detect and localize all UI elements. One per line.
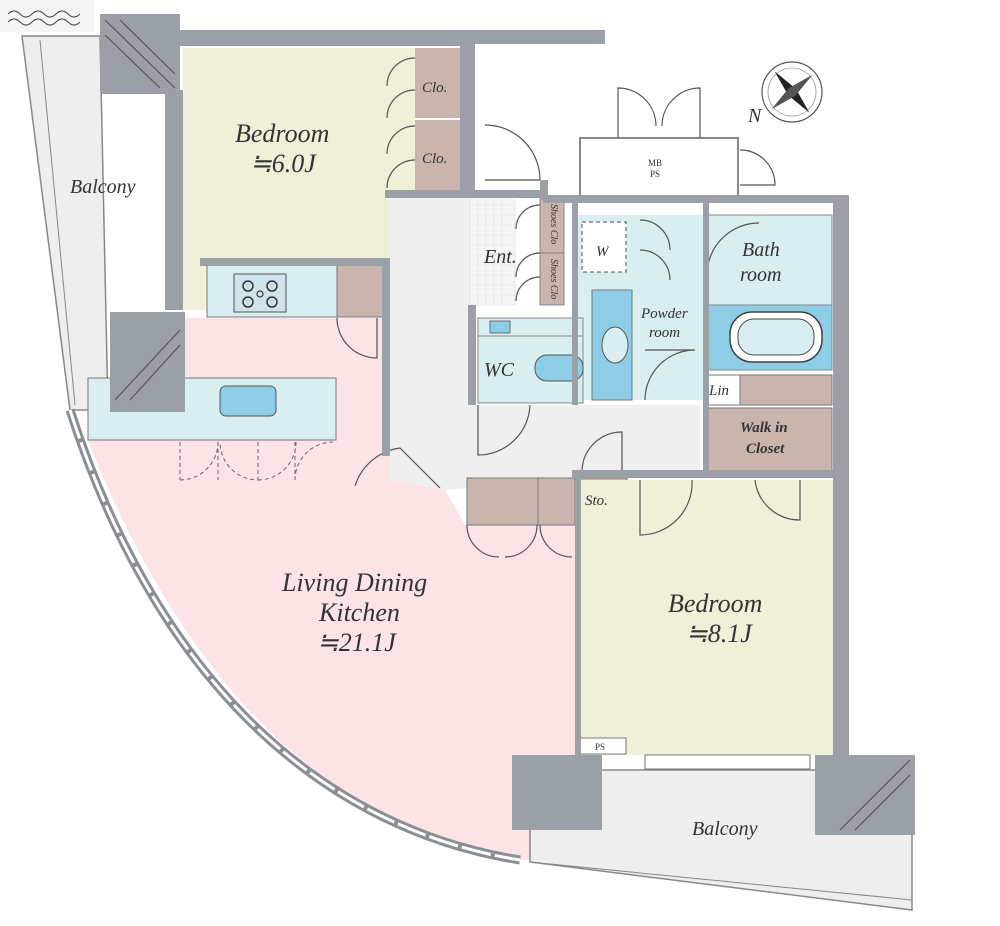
- compass: [761, 61, 823, 123]
- stove: [233, 273, 287, 313]
- mbps-label-2: PS: [650, 169, 660, 179]
- washer-box: [581, 221, 627, 273]
- bedroom-1-size: ≒6.0J: [250, 149, 317, 178]
- mb-ps: [579, 137, 739, 201]
- entrance-label: Ent.: [483, 246, 517, 268]
- ldk-size: ≒21.1J: [317, 628, 397, 657]
- ldk-closet: [466, 477, 576, 526]
- shoes-closet-2: [539, 252, 565, 306]
- closet-2-label: Clo.: [422, 151, 447, 167]
- bedroom-2-size: ≒8.1J: [686, 619, 753, 648]
- storage-label: Sto.: [585, 493, 608, 509]
- entrance-floor: [469, 194, 516, 306]
- ldk-label-2: Kitchen: [318, 598, 400, 627]
- compass-n-label: N: [747, 105, 763, 127]
- balcony-west-label: Balcony: [70, 176, 136, 198]
- bath-floor: [706, 214, 833, 306]
- kitchen-storage: [336, 264, 390, 318]
- walk-in-closet: [707, 407, 833, 473]
- walls: [100, 14, 915, 835]
- washer-label: W: [596, 244, 610, 260]
- bedroom-2-floor: [578, 480, 833, 755]
- powder-label-1: Powder: [640, 306, 688, 322]
- bath-label-1: Bath: [742, 239, 780, 261]
- powder-label-2: room: [649, 325, 680, 341]
- toilet: [534, 354, 584, 382]
- bath-label-2: room: [740, 264, 781, 286]
- walk-in-label-1: Walk in: [740, 420, 788, 436]
- shoes-1-label: Shoes Clo: [548, 204, 559, 244]
- kitchen-sink: [219, 385, 277, 417]
- closet-2: [415, 120, 460, 192]
- bedroom-2-name: Bedroom: [668, 589, 762, 618]
- balcony-south-label: Balcony: [692, 818, 758, 840]
- mbps-label-1: MB: [648, 158, 662, 168]
- shoes-2-label: Shoes Clo: [548, 259, 559, 299]
- shoes-closet-1: [539, 197, 565, 254]
- ldk-floor: [88, 318, 575, 860]
- ps-label: PS: [595, 742, 605, 752]
- ldk-label-1: Living Dining: [281, 568, 427, 597]
- linen-label: Lin: [708, 383, 729, 399]
- corridor: [390, 195, 700, 490]
- linen: [704, 374, 741, 406]
- walk-in-label-2: Closet: [746, 441, 785, 457]
- powder-sink: [601, 326, 629, 364]
- wc-label: WC: [484, 359, 515, 381]
- balcony-west: [21, 35, 109, 411]
- bedroom-1-name: Bedroom: [235, 119, 329, 148]
- closet-1-label: Clo.: [422, 80, 447, 96]
- closet-1: [415, 48, 460, 118]
